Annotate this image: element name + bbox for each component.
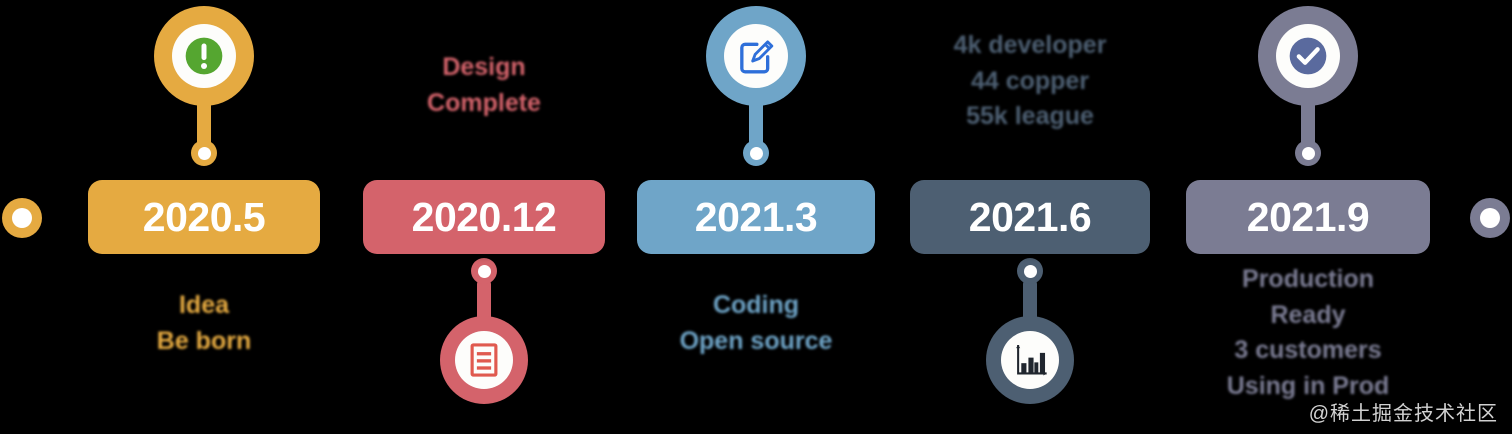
- milestone-date-pill[interactable]: 2021.6: [910, 180, 1150, 254]
- caption-line: 55k league: [966, 102, 1094, 130]
- check-circle-icon: [1289, 37, 1327, 75]
- bar-chart-icon: [1016, 344, 1047, 376]
- pin-balloon[interactable]: [154, 6, 254, 106]
- pin-connector-dot: [1295, 140, 1321, 166]
- watermark: @稀土掘金技术社区: [1308, 403, 1498, 425]
- timeline-left-endpoint: [2, 198, 42, 238]
- milestone-date-pill[interactable]: 2020.12: [363, 180, 605, 254]
- pin-balloon[interactable]: [440, 316, 528, 404]
- pin-icon-well: [1001, 331, 1059, 389]
- pin-balloon[interactable]: [1258, 6, 1358, 106]
- milestone-date-pill[interactable]: 2021.9: [1186, 180, 1430, 254]
- pin-connector-dot: [743, 140, 769, 166]
- milestone-date-pill[interactable]: 2020.5: [88, 180, 320, 254]
- left-endpoint-dot: [12, 208, 32, 228]
- caption-line: Coding: [712, 291, 800, 319]
- caption-line: Using in Prod: [1226, 371, 1390, 400]
- milestone-date-label: 2020.5: [142, 193, 266, 240]
- milestone-date-label: 2021.9: [1246, 193, 1370, 240]
- milestone-date-label: 2021.3: [694, 193, 818, 240]
- milestone-date-pill[interactable]: 2021.3: [637, 180, 875, 254]
- milestone-caption: Idea Be born: [58, 288, 350, 359]
- caption-line: 4k developer: [953, 31, 1107, 59]
- caption-line: Design: [442, 53, 526, 81]
- pin-connector-dot: [191, 140, 217, 166]
- document-icon: [470, 343, 498, 377]
- pin-icon-well: [172, 24, 236, 88]
- caption-line: Production: [1242, 265, 1374, 293]
- timeline-right-endpoint: [1470, 198, 1510, 238]
- edit-pencil-icon: [740, 40, 774, 74]
- pin-icon-well: [455, 331, 513, 389]
- caption-line: Idea: [178, 291, 230, 319]
- caption-line: Ready: [1270, 300, 1346, 329]
- pin-icon-well: [1276, 24, 1340, 88]
- caption-line: Be born: [156, 326, 252, 355]
- alert-exclamation-icon: [185, 37, 223, 75]
- caption-line: 3 customers: [1234, 336, 1382, 364]
- caption-line: Open source: [679, 326, 833, 355]
- pin-icon-well: [724, 24, 788, 88]
- milestone-2021-6[interactable]: 2021.6 4k developer 44 copper 55k league: [910, 0, 1150, 434]
- pin-connector-dot: [471, 258, 497, 284]
- pin-connector-dot: [1017, 258, 1043, 284]
- pin-balloon[interactable]: [706, 6, 806, 106]
- milestone-caption: 4k developer 44 copper 55k league: [880, 28, 1180, 135]
- caption-line: Complete: [427, 88, 541, 117]
- pin-balloon[interactable]: [986, 316, 1074, 404]
- milestone-date-label: 2021.6: [968, 193, 1092, 240]
- caption-line: 44 copper: [970, 66, 1090, 95]
- right-endpoint-dot: [1480, 208, 1500, 228]
- milestone-date-label: 2020.12: [411, 193, 557, 240]
